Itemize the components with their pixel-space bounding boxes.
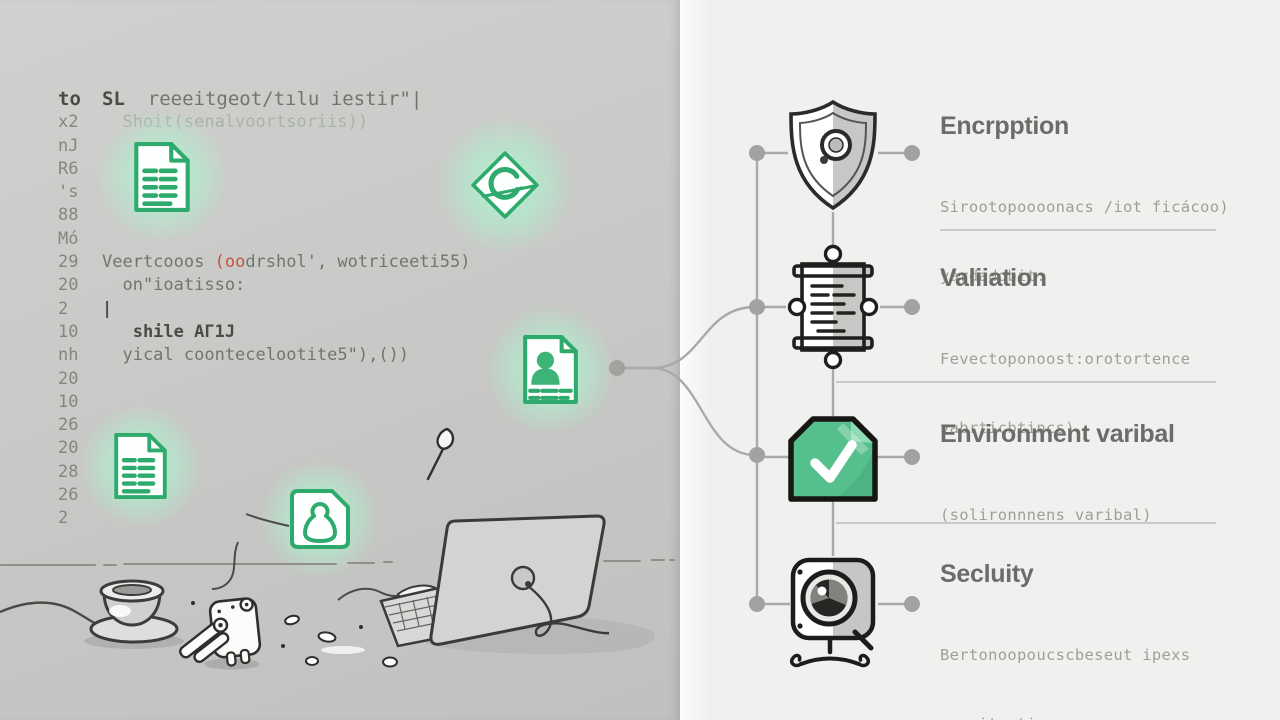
code-token: | — [102, 298, 113, 319]
code-token: on"ioatisso: — [102, 275, 246, 296]
code-line: 88 — [58, 204, 618, 227]
refresh-diamond-icon — [436, 116, 574, 254]
code-line: R6 — [58, 158, 618, 181]
code-token: SL — [102, 88, 148, 110]
line-number: 20 — [58, 368, 79, 389]
feature-desc-line: yaoritoetio — [940, 713, 1190, 720]
code-line: 28 — [58, 461, 618, 484]
feature-desc-line: yardadobit. — [940, 267, 1046, 285]
code-token: shile AΓ1J — [102, 321, 236, 342]
line-number: Mó — [58, 228, 79, 249]
desk-scene-illustration — [0, 427, 675, 670]
floor-line — [0, 559, 675, 566]
feature-description: Bertonoopoucscbeseut ipexs yaoritoetio — [940, 598, 1190, 720]
line-number: to — [58, 88, 81, 110]
laptop-cable — [527, 585, 610, 637]
code-line: 26 — [58, 414, 618, 437]
line-number: 10 — [58, 321, 79, 342]
code-token: Veertcooos — [102, 252, 215, 273]
feature-title: Environment varibal — [940, 420, 1175, 448]
line-number: 88 — [58, 205, 79, 226]
code-line: 20 on"ioatisso: — [58, 274, 618, 297]
line-number: nJ — [58, 135, 79, 156]
line-number: R6 — [58, 158, 79, 179]
code-line: Mó — [58, 228, 618, 251]
cable — [211, 541, 239, 590]
code-line: 10 shile AΓ1J — [58, 321, 618, 344]
code-token: reeeitgeot/tılu iestir"| — [147, 88, 423, 110]
feature-title: Secluity — [940, 560, 1034, 588]
feature-list-panel — [680, 0, 1280, 720]
code-line: 2| — [58, 298, 618, 321]
line-number: 26 — [58, 485, 79, 506]
code-token: (oo — [214, 252, 246, 273]
feature-title: Encrpption — [940, 112, 1069, 140]
feature-description: Sirootopoooonacs /iot ficácoo) yardadobi… — [940, 150, 1229, 334]
line-number: 2 — [58, 298, 69, 319]
check-badge-icon — [788, 416, 878, 502]
code-line: nJ — [58, 135, 618, 158]
line-number: 28 — [58, 461, 79, 482]
code-line: 20 — [58, 437, 618, 460]
pin-needle — [426, 427, 455, 481]
line-number: 29 — [58, 252, 79, 273]
feature-title: Valiiation — [940, 264, 1047, 292]
document-icon — [82, 401, 199, 531]
section-dividers — [836, 229, 1216, 524]
line-number: 26 — [58, 415, 79, 436]
feature-desc-line: Bertonoopoucscbeseut ipexs — [940, 646, 1191, 664]
cable — [245, 513, 290, 527]
scroll-certificate-icon — [787, 244, 879, 370]
line-number: nh — [58, 345, 79, 366]
line-number: 2 — [58, 508, 69, 529]
code-line: 26 — [58, 484, 618, 507]
shield-keyhole-icon — [789, 99, 877, 211]
code-line: 29 Veertcooos (oodrshol', wotriceeti55) — [58, 251, 618, 274]
line-number: 20 — [58, 275, 79, 296]
small-creature — [179, 597, 262, 670]
line-number: x2 — [58, 112, 79, 133]
document-icon — [99, 108, 225, 246]
code-token: drshol', wotriceeti55) — [245, 252, 471, 273]
line-number: 's — [58, 182, 79, 203]
feature-desc-line: Sirootopoooonacs /iot ficácoo) — [940, 198, 1229, 216]
feature-desc-line: vabrticbtincs) — [940, 419, 1075, 437]
connector-dots — [609, 145, 920, 612]
feature-description: Fevectoponoost:orotortence vabrticbtincs… — [940, 302, 1190, 486]
code-line: 2 — [58, 507, 618, 530]
keys — [179, 617, 230, 663]
feature-description: (solironnnens varibal) — [940, 458, 1152, 619]
laptop-back — [379, 514, 655, 655]
line-number: 20 — [58, 438, 79, 459]
code-line: nh yical coontecelootite5"),()) — [58, 344, 618, 367]
feature-desc-line: Fevectoponoost:orotortence — [940, 350, 1191, 368]
feature-desc-line: (solironnnens varibal) — [940, 506, 1152, 524]
pot-on-saucer — [84, 579, 184, 649]
webcam-icon — [789, 557, 876, 668]
code-line: 20 — [58, 368, 618, 391]
line-number: 10 — [58, 391, 79, 412]
code-line: 10 — [58, 391, 618, 414]
code-line: 's — [58, 181, 618, 204]
person-file-icon — [260, 459, 380, 579]
contact-card-icon — [488, 301, 613, 438]
code-line: to SL reeeitgeot/tılu iestir"| — [58, 88, 618, 111]
code-token: yical coontecelootite5"),()) — [102, 345, 410, 366]
